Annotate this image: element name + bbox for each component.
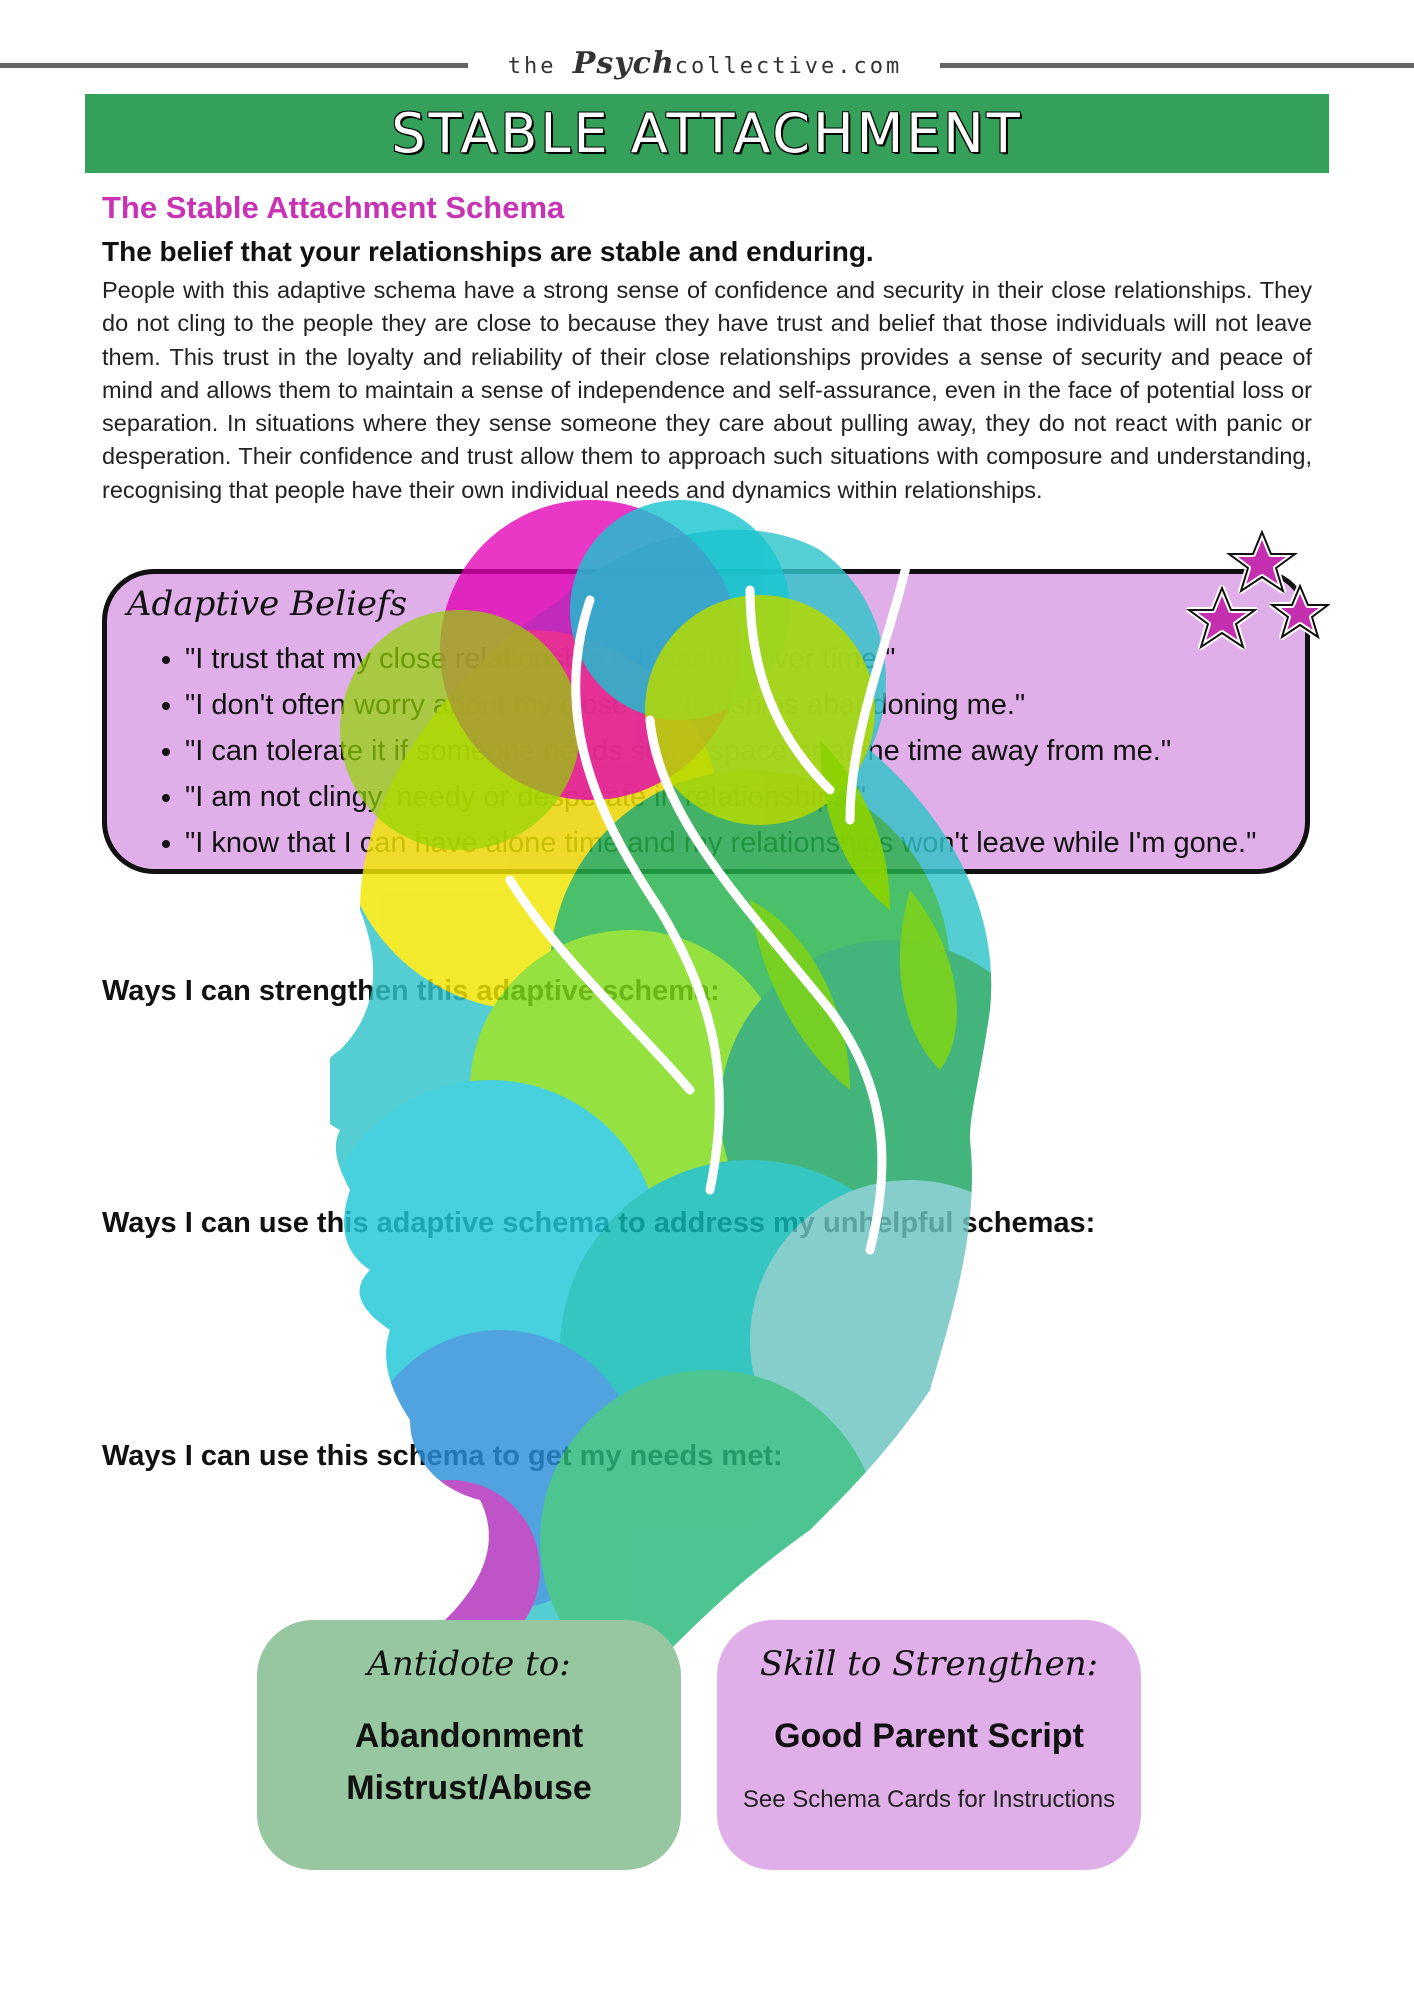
skill-value: Good Parent Script: [774, 1717, 1084, 1755]
antidote-label: Antidote to:: [367, 1644, 571, 1684]
stars-icon: [1185, 530, 1330, 650]
brand-mid: Psych: [572, 46, 675, 81]
antidote-card: Antidote to: Abandonment Mistrust/Abuse: [257, 1620, 681, 1870]
title-banner: STABLE ATTACHMENT: [85, 94, 1329, 173]
antidote-values: Abandonment Mistrust/Abuse: [257, 1710, 681, 1814]
schema-description: People with this adaptive schema have a …: [102, 277, 1312, 503]
adaptive-beliefs-title: Adaptive Beliefs: [127, 584, 408, 624]
head-silhouette-icon: [330, 500, 992, 1650]
header-rule-left: [0, 63, 468, 68]
header-rule-right: [940, 63, 1414, 68]
schema-belief: The belief that your relationships are s…: [102, 236, 874, 267]
brand-prefix: the: [507, 54, 557, 79]
page-title: STABLE ATTACHMENT: [391, 102, 1023, 165]
schema-subheading: The Stable Attachment Schema: [102, 190, 565, 225]
skill-card: Skill to Strengthen: Good Parent Script …: [717, 1620, 1141, 1870]
skill-note: See Schema Cards for Instructions: [742, 1786, 1116, 1813]
brand-logo: the Psychcollective.com: [480, 46, 930, 81]
brand-suffix: collective.com: [674, 54, 903, 79]
antidote-line-1: Abandonment: [354, 1717, 584, 1755]
skill-label: Skill to Strengthen:: [759, 1644, 1099, 1684]
antidote-line-2: Mistrust/Abuse: [346, 1769, 592, 1807]
